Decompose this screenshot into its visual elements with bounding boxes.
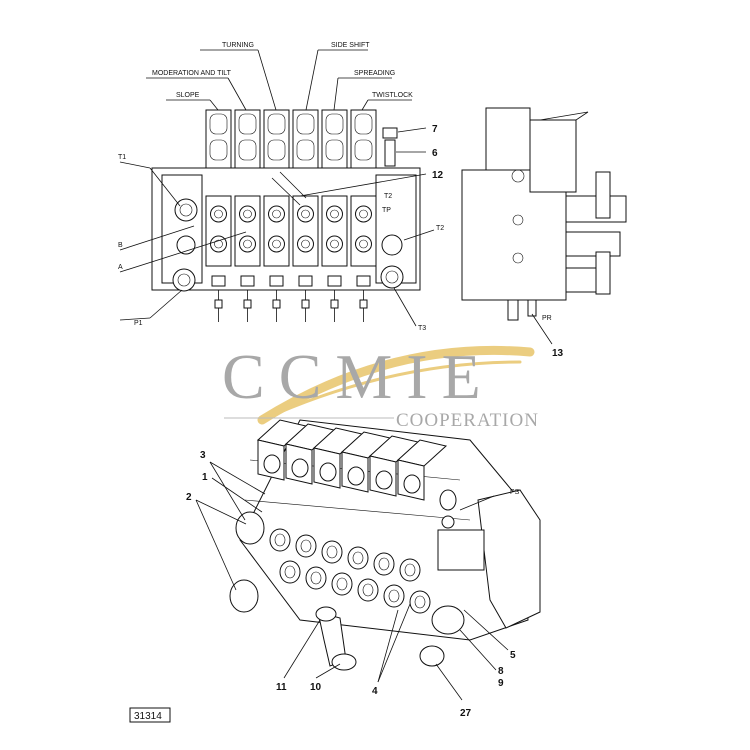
callout-27: 27	[460, 708, 472, 719]
callout-1: 1	[202, 472, 208, 483]
top-spool-section	[292, 109, 319, 322]
callout-3: 3	[200, 450, 206, 461]
iso-spool-section	[396, 439, 448, 501]
iso-spool-section	[368, 435, 420, 497]
a-label: A	[118, 264, 123, 271]
b-label: B	[118, 242, 123, 249]
iso-port-fitting	[357, 578, 379, 602]
top-spool-section	[321, 109, 348, 322]
t2-label: T2	[436, 225, 444, 232]
watermark-sub: COOPERATION	[396, 410, 539, 431]
watermark-brand: CCMIE	[222, 341, 495, 412]
iso-port-fitting	[399, 558, 421, 582]
pr-label: PR	[542, 315, 552, 322]
iso-spool-section	[256, 419, 308, 481]
iso-port-fitting	[305, 566, 327, 590]
t2b-label: T2	[384, 193, 392, 200]
iso-spool-section	[312, 427, 364, 489]
callout-2: 2	[186, 492, 192, 503]
top-view-valve-block: TURNING SIDE SHIFT MODERATION AND TILT S…	[118, 42, 444, 332]
callout-6: 6	[432, 148, 438, 159]
t3-label: T3	[418, 325, 426, 332]
iso-port-fitting	[331, 572, 353, 596]
iso-port-fitting	[295, 534, 317, 558]
figure-id-box: 31314	[129, 707, 171, 723]
t1-label: T1	[118, 154, 126, 161]
spreading-label: SPREADING	[354, 70, 395, 77]
top-spool-section	[350, 109, 377, 322]
callout-4: 4	[372, 686, 378, 697]
iso-port-fitting	[409, 590, 431, 614]
turning-label: TURNING	[222, 42, 254, 49]
tp-label: TP	[382, 207, 391, 214]
callout-7: 7	[432, 124, 438, 135]
isometric-valve-assembly: PS 3 1 2 5 8 9 11 10 4 27	[186, 419, 541, 719]
ps-label: PS	[510, 489, 520, 496]
callout-10: 10	[310, 682, 322, 693]
moderation-tilt-label: MODERATION AND TILT	[152, 70, 232, 77]
iso-port-fitting	[383, 584, 405, 608]
side-shift-label: SIDE SHIFT	[331, 42, 370, 49]
iso-spool-section	[284, 423, 336, 485]
iso-port-fitting	[373, 552, 395, 576]
top-spool-section	[263, 109, 290, 322]
side-view-valve-block: PR 13	[461, 107, 627, 359]
twistlock-label: TWISTLOCK	[372, 92, 413, 99]
slope-label: SLOPE	[176, 92, 200, 99]
iso-port-fitting	[279, 560, 301, 584]
callout-11: 11	[276, 682, 287, 693]
iso-port-fitting	[347, 546, 369, 570]
ccmie-watermark: CCMIE COOPERATION	[222, 341, 539, 431]
iso-port-fitting	[321, 540, 343, 564]
iso-spool-section	[340, 431, 392, 493]
callout-12: 12	[432, 170, 444, 181]
callout-9: 9	[498, 678, 504, 689]
p1-label: P1	[134, 320, 143, 327]
callout-13: 13	[552, 348, 564, 359]
figure-id: 31314	[134, 711, 162, 722]
callout-8: 8	[498, 666, 504, 677]
top-spool-section	[234, 109, 261, 322]
top-spool-section	[205, 109, 232, 322]
callout-5: 5	[510, 650, 516, 661]
iso-port-fitting	[269, 528, 291, 552]
